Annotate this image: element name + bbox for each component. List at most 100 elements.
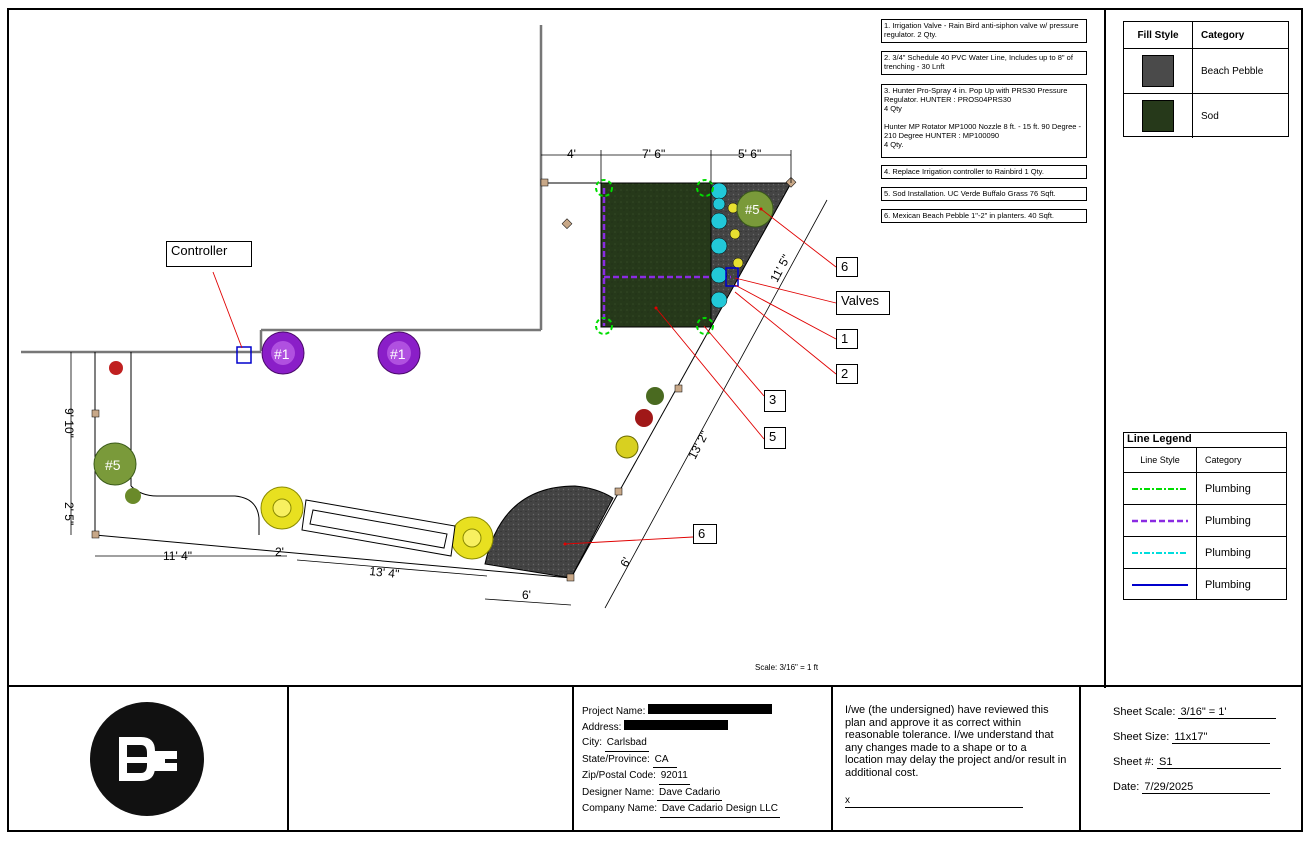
plant-yellow-2 [450,516,494,560]
dim-11ft4: 11' 4" [163,549,192,563]
sheet-number-value: S1 [1157,756,1282,769]
note-2: 2. 3/4" Schedule 40 PVC Water Line, Incl… [881,51,1087,75]
pebble-planter-top [710,182,792,329]
dim-5ft6: 5' 6" [738,147,761,161]
line-legend-title: Line Legend [1124,433,1286,448]
dim-2ft: 2' [275,545,284,559]
drawing-frame [7,8,1303,832]
spray-heads [595,179,714,335]
plant-red-1 [109,361,123,375]
line-legend-header-category: Category [1205,455,1242,465]
nozzle-line [710,182,744,309]
pebble-planter-bottom [484,485,614,579]
dim-13ft4: 13' 4" [369,564,400,581]
callout-2: 2 [836,364,858,384]
line-sample-purple [1132,519,1188,522]
sod-swatch [1142,100,1174,132]
callout-valves: Valves [836,291,890,315]
dim-4ft: 4' [567,147,576,161]
approval-cell: I/we (the undersigned) have reviewed thi… [833,686,1081,832]
dim-6ft-diag: 6' [617,555,634,569]
dim-2ft5: 2' 5" [62,502,76,525]
project-info-cell: Project Name: Address: City: Carlsbad St… [574,686,833,832]
plant-tag-4: #5 [745,202,759,217]
line-sample-blue [1132,583,1188,586]
beach-pebble-swatch [1142,55,1174,87]
address-label: Address: [582,721,622,733]
state-label: State/Province: [582,753,650,765]
date-label: Date: [1113,781,1140,793]
dim-6ft-bottom: 6' [522,588,531,602]
note-6: 6. Mexican Beach Pebble 1"-2" in planter… [881,209,1087,223]
plant-purple-2 [377,331,421,375]
note-3: 3. Hunter Pro-Spray 4 in. Pop Up with PR… [881,84,1087,158]
fill-legend-pebble-label: Beach Pebble [1201,65,1264,77]
callout-controller: Controller [166,241,252,267]
sod-area [600,182,712,328]
plant-tag-3: #5 [105,457,121,473]
sheet-scale-label: Sheet Scale: [1113,706,1176,718]
plant-green-small-2 [125,488,141,504]
address-value [624,719,729,730]
sidebar-divider [1104,8,1106,688]
line-legend-header-style: Line Style [1124,448,1197,472]
designer-value: Dave Cadario [657,785,723,801]
posts [91,176,797,582]
sheet-size-label: Sheet Size: [1113,731,1170,743]
plant-green-small-1 [646,387,664,405]
dim-13ft2: 13' 2" [685,428,711,461]
signature-mark: x [845,795,850,806]
approval-text: I/we (the undersigned) have reviewed thi… [845,704,1067,779]
fill-legend: Fill Style Category Beach Pebble Sod [1123,21,1289,138]
controller-box [236,346,252,364]
company-label: Company Name: [582,803,658,814]
scale-note: Scale: 3/16" = 1 ft [755,663,819,672]
sheet-info-cell: Sheet Scale: 3/16" = 1' Sheet Size: 11x1… [1081,686,1303,832]
city-label: City: [582,737,602,748]
fill-legend-header-style: Fill Style [1124,22,1193,48]
callout-1: 1 [836,329,858,349]
line-legend-row-3: Plumbing [1205,546,1251,559]
note-4: 4. Replace Irrigation controller to Rain… [881,165,1087,179]
planter-box [301,499,456,557]
plant-yellow-small [615,435,639,459]
line-legend-row-4: Plumbing [1205,578,1251,591]
blank-cell [289,686,574,832]
callout-5: 5 [764,427,786,449]
house-walls [21,25,543,354]
plant-red-2 [635,409,653,427]
note-1: 1. Irrigation Valve - Rain Bird anti-sip… [881,19,1087,43]
plant-tag-1: #1 [274,346,290,362]
project-name-label: Project Name: [582,706,646,717]
line-sample-cyan [1132,551,1188,554]
line-legend-row-2: Plumbing [1205,514,1251,527]
designer-label: Designer Name: [582,786,655,798]
plant-olive-1 [93,442,137,486]
line-sample-green [1132,487,1188,490]
company-logo [90,702,204,816]
leader-dots [563,207,763,546]
signature-line[interactable]: x [845,795,1023,808]
dim-9ft10: 9' 10" [62,408,76,438]
state-value: CA [652,752,677,768]
project-name-value [648,704,773,714]
callout-6-bottom: 6 [693,524,717,544]
plant-olive-2 [736,190,774,228]
purple-pipe [602,188,731,326]
zip-value: 92011 [658,768,690,785]
logo-cell [7,686,289,832]
titleblock-divider [7,685,1303,687]
company-value: Dave Cadario Design LLC [659,801,780,818]
dim-7ft6: 7' 6" [642,147,665,161]
plant-yellow-1 [260,486,304,530]
sheet-number-label: Sheet #: [1113,756,1154,768]
city-value: Carlsbad [604,735,649,752]
property-lines [94,182,792,579]
zip-label: Zip/Postal Code: [582,770,656,781]
plant-tag-2: #1 [390,346,406,362]
valve-box [725,267,739,287]
dim-11ft5: 11' 5" [767,252,793,284]
date-value: 7/29/2025 [1142,781,1271,794]
plant-purple-1 [261,331,305,375]
site-plan: #1 #1 #5 #5 4' 7' 6" 5' 6" 11' 5" [21,25,837,672]
